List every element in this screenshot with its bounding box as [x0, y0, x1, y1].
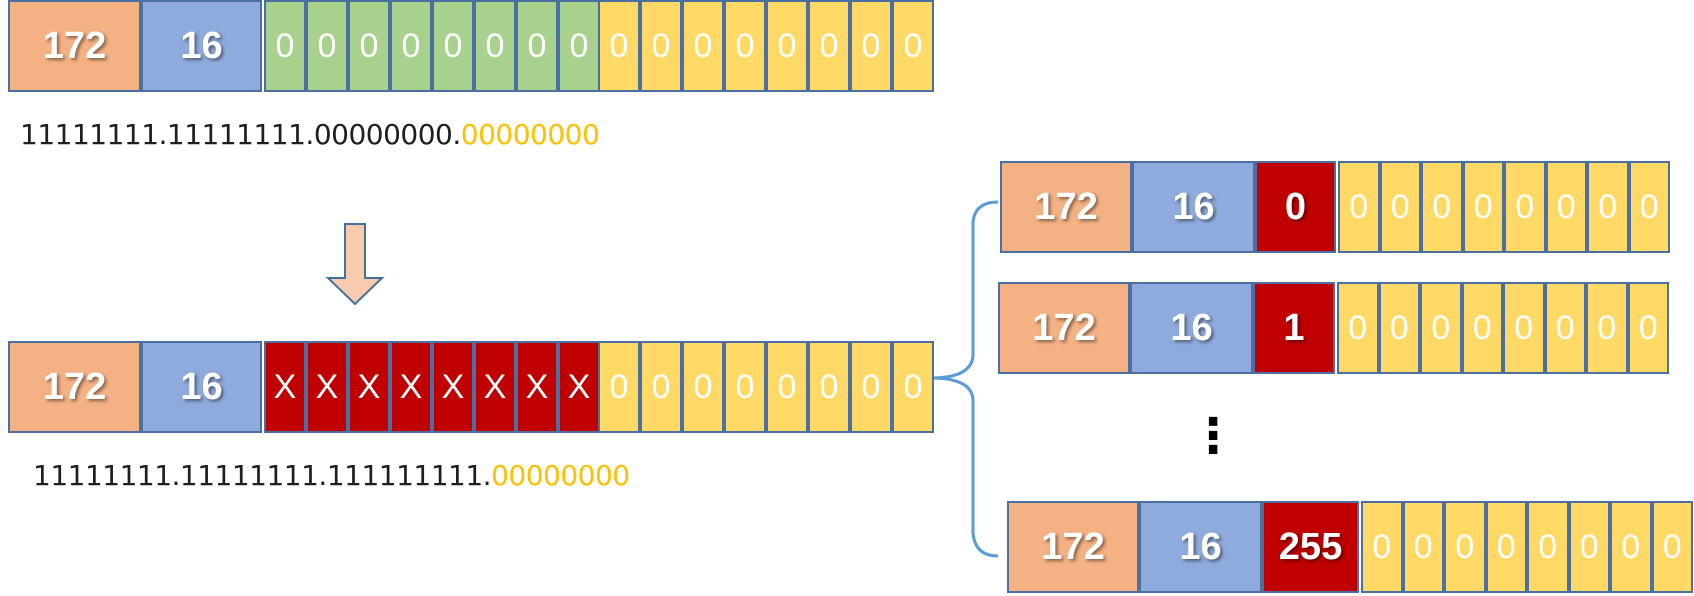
- host-bit-cell: 0: [724, 0, 766, 92]
- mask-prefix: 11111111.11111111.00000000.: [20, 118, 461, 151]
- host-bit-cell: 0: [1421, 161, 1463, 253]
- octet1-cell: 172: [1007, 501, 1139, 593]
- host-bit-cell: 0: [474, 0, 516, 92]
- host-bit-cell: 0: [1485, 501, 1527, 593]
- octet2-cell: 16: [1130, 282, 1253, 374]
- octet3-cell: 1: [1253, 282, 1335, 374]
- subnet-bit-cell: X: [474, 341, 516, 433]
- octet3-cell: 255: [1262, 501, 1359, 593]
- host-bit-cell: 0: [808, 341, 850, 433]
- octet2-cell: 16: [141, 341, 262, 433]
- mask-host-bits: 00000000: [460, 118, 600, 151]
- host-bit-cell: 0: [682, 0, 724, 92]
- octet2-cell: 16: [1139, 501, 1262, 593]
- mask-prefix: 11111111.11111111.111111111.: [33, 459, 492, 492]
- host-bit-cell: 0: [516, 0, 558, 92]
- host-bit-cell: 0: [390, 0, 432, 92]
- host-bit-cell: 0: [1420, 282, 1462, 374]
- host-bit-cell: 0: [1586, 282, 1628, 374]
- subnet-bit-cell: X: [558, 341, 600, 433]
- host-bit-cell: 0: [1444, 501, 1486, 593]
- host-bit-cell: 0: [1379, 161, 1421, 253]
- octet2-cell: 16: [141, 0, 262, 92]
- host-bit-cell: 0: [640, 341, 682, 433]
- host-bit-cell: 0: [1504, 161, 1546, 253]
- host-bit-cell: 0: [640, 0, 682, 92]
- host-bit-cell: 0: [1378, 282, 1420, 374]
- host-bit-cell: 0: [1402, 501, 1444, 593]
- left-curly-brace-icon: [930, 200, 999, 558]
- host-bit-cell: 0: [808, 0, 850, 92]
- octet1-cell: 172: [998, 282, 1130, 374]
- subnetted-subnet-mask: 11111111.11111111.111111111.00000000: [33, 459, 630, 492]
- host-bit-cell: 0: [892, 0, 934, 92]
- host-bit-cell: 0: [1461, 282, 1503, 374]
- subnet-bit-cell: X: [348, 341, 390, 433]
- host-bit-cell: 0: [766, 0, 808, 92]
- host-bit-cell: 0: [850, 0, 892, 92]
- host-bit-cell: 0: [892, 341, 934, 433]
- octet3-cell: 0: [1255, 161, 1336, 253]
- host-bit-cell: 0: [1651, 501, 1693, 593]
- host-bit-cell: 0: [1527, 501, 1569, 593]
- host-bit-cell: 0: [1503, 282, 1545, 374]
- host-bit-cell: 0: [598, 341, 640, 433]
- host-bit-cell: 0: [264, 0, 306, 92]
- host-bit-cell: 0: [1628, 161, 1670, 253]
- octet1-cell: 172: [8, 0, 141, 92]
- host-bit-cell: 0: [1462, 161, 1504, 253]
- octet2-cell: 16: [1132, 161, 1255, 253]
- octet1-cell: 172: [8, 341, 141, 433]
- original-subnet-mask: 11111111.11111111.00000000.00000000: [20, 118, 600, 151]
- host-bit-cell: 0: [1610, 501, 1652, 593]
- host-bit-cell: 0: [1544, 282, 1586, 374]
- host-bit-cell: 0: [1587, 161, 1629, 253]
- subnet-bit-cell: X: [390, 341, 432, 433]
- subnet-bit-cell: X: [516, 341, 558, 433]
- host-bit-cell: 0: [306, 0, 348, 92]
- host-bit-cell: 0: [1337, 282, 1379, 374]
- octet1-cell: 172: [1000, 161, 1132, 253]
- host-bit-cell: 0: [1627, 282, 1669, 374]
- host-bit-cell: 0: [348, 0, 390, 92]
- host-bit-cell: 0: [1568, 501, 1610, 593]
- host-bit-cell: 0: [766, 341, 808, 433]
- host-bit-cell: 0: [724, 341, 766, 433]
- down-arrow-icon: [325, 223, 385, 306]
- subnet-bit-cell: X: [264, 341, 306, 433]
- host-bit-cell: 0: [682, 341, 724, 433]
- host-bit-cell: 0: [850, 341, 892, 433]
- ellipsis-icon: ⋮: [1189, 408, 1237, 464]
- mask-host-bits: 00000000: [491, 459, 630, 492]
- host-bit-cell: 0: [1361, 501, 1403, 593]
- host-bit-cell: 0: [432, 0, 474, 92]
- host-bit-cell: 0: [1338, 161, 1380, 253]
- host-bit-cell: 0: [598, 0, 640, 92]
- subnet-bit-cell: X: [432, 341, 474, 433]
- host-bit-cell: 0: [1545, 161, 1587, 253]
- subnet-bit-cell: X: [306, 341, 348, 433]
